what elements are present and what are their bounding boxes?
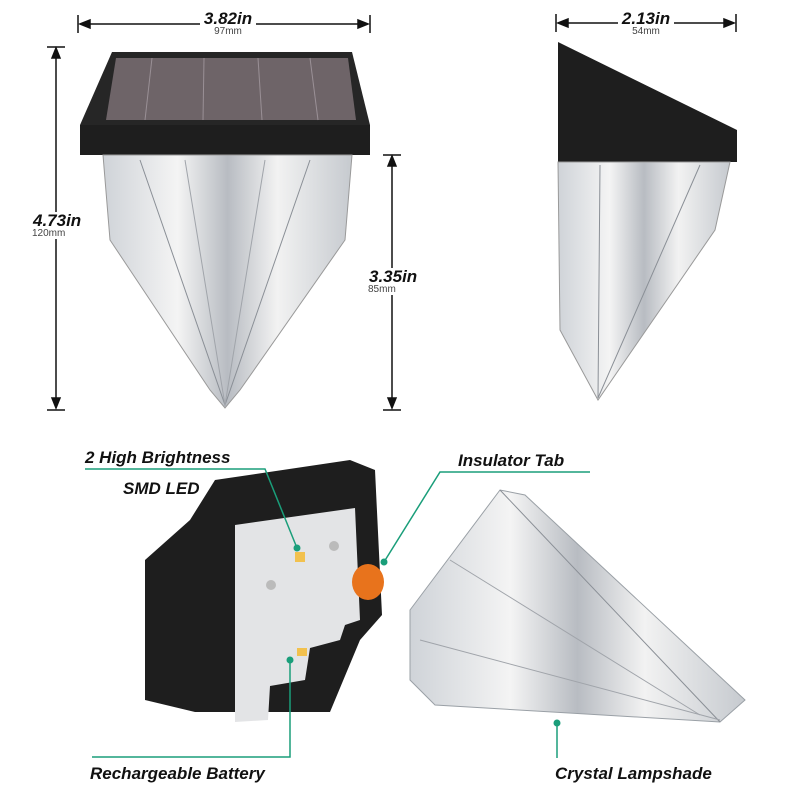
dim-total-height-mm: 120mm xyxy=(32,228,66,239)
dim-shade-height: 3.35in 85mm xyxy=(368,267,419,295)
side-view-light xyxy=(557,42,737,401)
dim-front-width: 3.82in 97mm xyxy=(200,10,256,37)
callout-led-line2: SMD LED xyxy=(123,479,200,498)
leader-lines xyxy=(85,468,590,758)
front-view-light xyxy=(80,52,370,409)
smd-led-2 xyxy=(297,648,307,656)
solar-panel xyxy=(106,58,356,120)
dim-side-depth: 2.13in 54mm xyxy=(618,10,674,37)
dim-side-depth-in: 2.13in xyxy=(618,10,674,27)
back-view-housing xyxy=(145,460,384,722)
dim-total-height-in: 4.73in xyxy=(32,211,83,230)
callout-led-line1: 2 High Brightness xyxy=(85,448,231,467)
callout-insulator-tab: Insulator Tab xyxy=(458,451,565,470)
dim-total-height: 4.73in 120mm xyxy=(32,211,83,239)
leader-dots xyxy=(286,544,561,727)
smd-led xyxy=(295,552,305,562)
callout-rechargeable-battery: Rechargeable Battery xyxy=(90,764,265,783)
crystal-lampshade xyxy=(409,489,746,723)
dim-front-width-mm: 97mm xyxy=(214,26,242,37)
callout-crystal-lampshade: Crystal Lampshade xyxy=(555,764,712,783)
dim-front-width-in: 3.82in xyxy=(200,10,256,27)
dim-side-depth-mm: 54mm xyxy=(632,26,660,37)
insulator-tab xyxy=(352,564,384,600)
dimension-lines xyxy=(47,14,737,411)
dim-shade-height-in: 3.35in xyxy=(368,267,419,286)
dim-shade-height-mm: 85mm xyxy=(368,284,396,295)
